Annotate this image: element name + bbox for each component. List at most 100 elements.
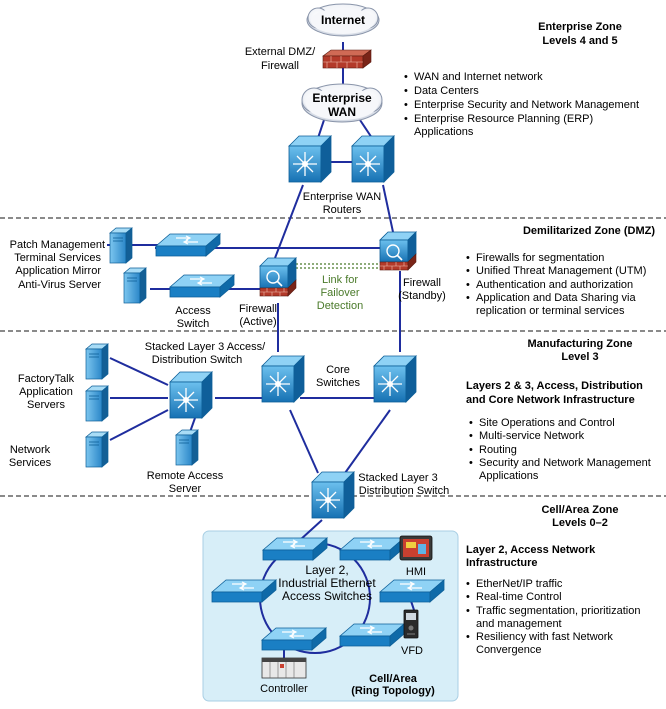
core-switch-right-icon (373, 355, 417, 403)
network-services-server-icon (85, 431, 109, 468)
svg-text:•: • (466, 631, 470, 643)
ring-switch-2-icon (339, 537, 405, 561)
remote-access-label-2: Server (169, 483, 202, 495)
enterprise-bullet-3: Enterprise Security and Network Manageme… (414, 99, 639, 111)
access-switch-label-2: Switch (177, 318, 209, 330)
manufacturing-zone-subtitle: Level 3 (561, 351, 598, 363)
internet-cloud-icon (306, 3, 380, 37)
firewall-standby-icon (379, 231, 417, 271)
firewall-active-label-1: Firewall (239, 303, 277, 315)
patch-label-3: Application Mirror (15, 265, 101, 277)
enterprise-bullet-4b: Applications (414, 126, 474, 138)
svg-text:•: • (466, 265, 470, 277)
failover-link (288, 263, 382, 269)
svg-text:•: • (469, 457, 473, 469)
cell-heading-1: Layer 2, Access Network (466, 544, 596, 556)
failover-label-1: Link for (322, 274, 358, 286)
ring-switch-3-icon (211, 579, 277, 603)
external-firewall-icon (322, 49, 372, 69)
svg-text:•: • (466, 252, 470, 264)
svg-text:•: • (404, 113, 408, 125)
svg-text:•: • (466, 292, 470, 304)
svg-text:•: • (469, 430, 473, 442)
ring-switch-4-icon (379, 579, 445, 603)
core-switches-label-2: Switches (316, 377, 361, 389)
dmz-switch-upper-icon (155, 233, 221, 257)
dmz-bullet-4: Application and Data Sharing via (476, 292, 636, 304)
manufacturing-heading-2: and Core Network Infrastructure (466, 394, 635, 406)
firewall-active-icon (259, 257, 297, 297)
svg-text:•: • (404, 85, 408, 97)
wan-routers-label-1: Enterprise WAN (303, 191, 382, 203)
wan-router-right-icon (351, 135, 395, 183)
cell-bullet-2: Real-time Control (476, 591, 562, 603)
enterprise-wan-label-2: WAN (328, 105, 356, 119)
failover-label-2: Failover (320, 287, 359, 299)
svg-text:•: • (404, 71, 408, 83)
svg-text:•: • (469, 444, 473, 456)
cell-zone-title: Cell/Area Zone (541, 504, 618, 516)
factorytalk-label-1: FactoryTalk (18, 373, 75, 385)
firewall-standby-label-1: Firewall (403, 277, 441, 289)
cell-bullet-3: Traffic segmentation, prioritization (476, 605, 640, 617)
stacked-access-label-2: Distribution Switch (152, 354, 242, 366)
enterprise-wan-cloud-icon (301, 83, 383, 123)
cell-bullets: •EtherNet/IP traffic •Real-time Control … (466, 578, 640, 656)
manufacturing-bullet-4: Security and Network Management (479, 457, 651, 469)
layer2-label-1: Layer 2, (305, 563, 348, 577)
internet-label: Internet (321, 13, 365, 27)
access-switch-icon (169, 274, 235, 298)
network-links (107, 42, 415, 660)
vfd-icon (403, 609, 419, 639)
svg-text:•: • (466, 578, 470, 590)
dmz-bullet-2: Unified Threat Management (UTM) (476, 265, 646, 277)
ring-switch-5-icon (261, 627, 327, 651)
enterprise-bullet-1: WAN and Internet network (414, 71, 543, 83)
firewall-active-label-2: (Active) (239, 316, 276, 328)
stacked-distribution-switch-icon (311, 471, 355, 519)
dmz-title: Demilitarized Zone (DMZ) (523, 225, 655, 237)
dmz-bullet-1: Firewalls for segmentation (476, 252, 604, 264)
vfd-label: VFD (401, 645, 423, 657)
core-switches-label-1: Core (326, 364, 350, 376)
controller-label: Controller (260, 683, 308, 695)
remote-access-label-1: Remote Access (147, 470, 224, 482)
core-switch-left-icon (261, 355, 305, 403)
firewall-standby-label-2: (Standby) (398, 290, 446, 302)
enterprise-zone-subtitle: Levels 4 and 5 (542, 35, 617, 47)
enterprise-wan-label-1: Enterprise (312, 91, 372, 105)
controller-icon (261, 657, 307, 679)
svg-text:•: • (466, 605, 470, 617)
external-firewall-label: Firewall (261, 60, 299, 72)
enterprise-zone-title: Enterprise Zone (538, 21, 622, 33)
factorytalk-server-2-icon (85, 385, 109, 422)
patch-management-server-icon (109, 227, 133, 264)
factorytalk-label-2: Application (19, 386, 73, 398)
failover-label-3: Detection (317, 300, 363, 312)
hmi-icon (399, 535, 433, 561)
external-dmz-label: External DMZ/ (245, 46, 316, 58)
cell-heading-2: Infrastructure (466, 557, 538, 569)
svg-text:•: • (469, 417, 473, 429)
stacked-access-switch-icon (169, 371, 213, 419)
cell-area-label-2: (Ring Topology) (351, 685, 435, 697)
manufacturing-zone-title: Manufacturing Zone (527, 338, 632, 350)
manufacturing-bullets: • Site Operations and Control • Multi-serv… (469, 417, 651, 482)
manufacturing-bullet-3: Routing (479, 444, 517, 456)
dmz-bullets: • Firewalls for segmentation • Unified Thr… (466, 252, 646, 317)
hmi-label: HMI (406, 566, 426, 578)
network-services-label-1: Network (10, 444, 51, 456)
manufacturing-bullet-1: Site Operations and Control (479, 417, 615, 429)
manufacturing-bullet-2: Multi-service Network (479, 430, 585, 442)
dmz-bullet-3: Authentication and authorization (476, 279, 633, 291)
svg-text:•: • (466, 591, 470, 603)
layer2-label-2: Industrial Ethernet (278, 576, 376, 590)
manufacturing-heading-1: Layers 2 & 3, Access, Distribution (466, 380, 643, 392)
enterprise-bullets: •WAN and Internet network •Data Centers … (404, 71, 639, 138)
patch-label-2: Terminal Services (14, 252, 101, 264)
layer2-label-3: Access Switches (282, 589, 372, 603)
stacked-dist-label-1: Stacked Layer 3 (358, 472, 438, 484)
svg-text:•: • (404, 99, 408, 111)
factorytalk-server-1-icon (85, 343, 109, 380)
